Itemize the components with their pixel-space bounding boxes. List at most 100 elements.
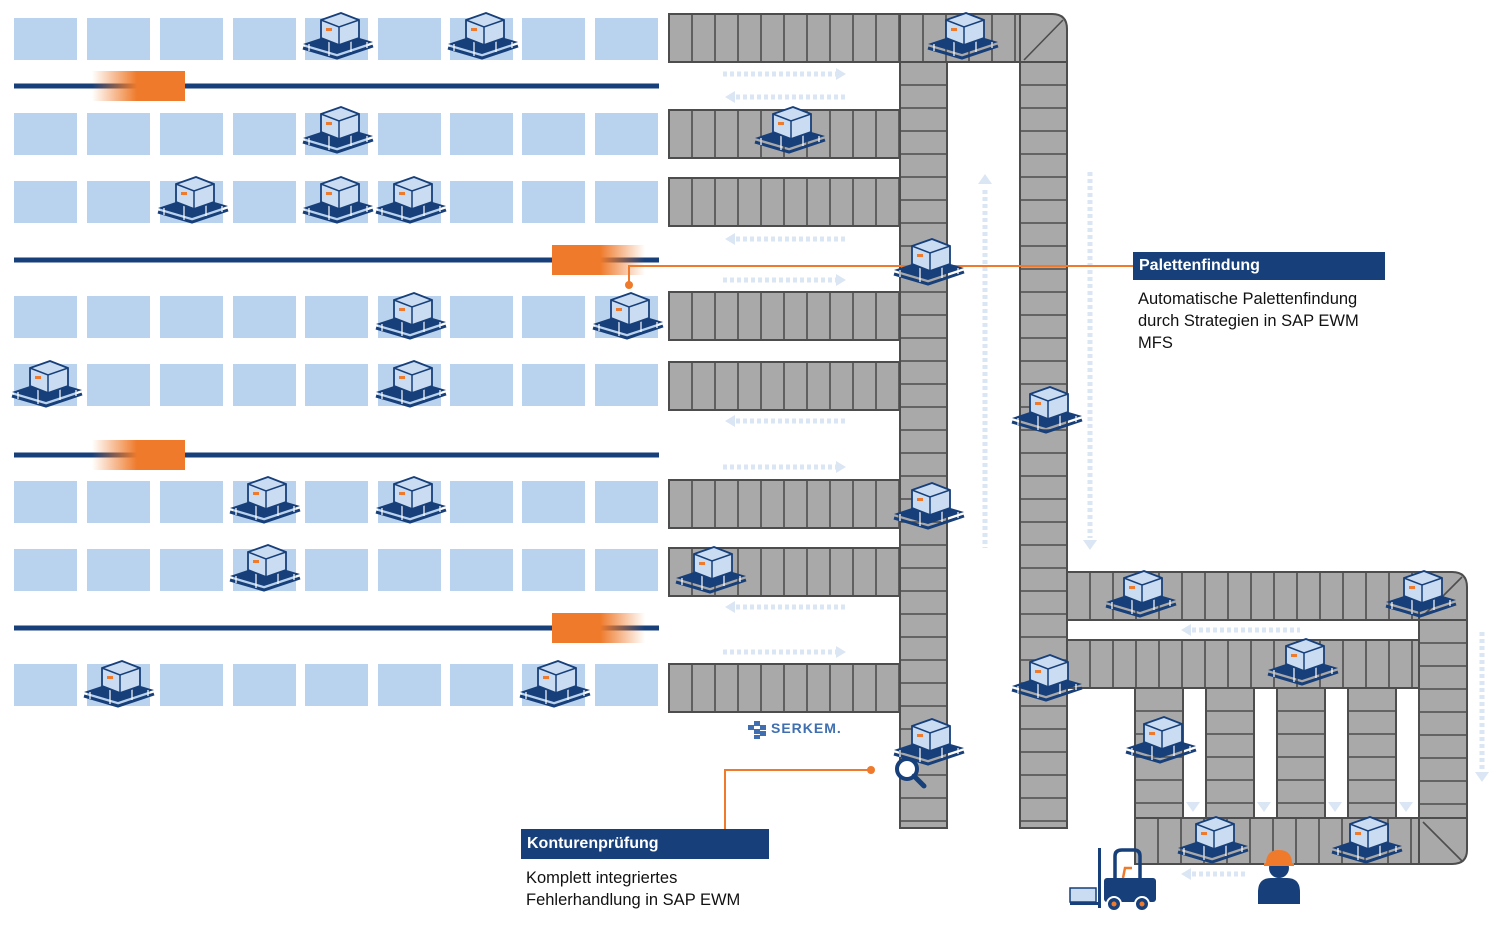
box-edge [610,299,650,325]
pallet-icon [675,546,747,594]
conveyor-segment [668,361,902,411]
box-edge [1123,577,1163,603]
pallet-slat [899,506,959,526]
storage-slot [450,664,513,706]
box-label [951,28,957,31]
box-edge [1349,823,1389,849]
box-edge [1029,393,1069,419]
conveyor-segment [668,479,902,529]
box-edge [320,19,360,45]
storage-slot [595,481,658,523]
shuttle-trail [600,245,645,275]
box-edge [911,245,951,271]
callout-title: Palettenfindung [1133,252,1385,280]
pallet-board [1011,686,1083,702]
callout-text-line: Automatische Palettenfindung [1138,290,1358,308]
callout-konturenpruefung: Konturenprüfung Komplett integriertes Fe… [521,829,769,911]
pallet-board [1331,848,1403,864]
storage-slot [233,181,296,223]
box-label [1291,654,1297,657]
magnifier-icon [895,757,927,789]
pallet-slat [1111,594,1171,614]
storage-slot [595,18,658,60]
pallet-board [302,44,374,60]
pallet-board [1011,418,1083,434]
shuttle-vehicle [552,245,600,275]
pallet-board [754,138,826,154]
pallet-icon [302,176,374,224]
roller [1422,821,1463,862]
box-label [778,122,784,125]
box-label [616,308,622,311]
pallet-board [592,324,664,340]
box-edge [537,667,577,693]
storage-slot [14,296,77,338]
storage-slot [160,664,223,706]
flow-arrow-head [1181,868,1191,880]
callout-text: Automatische Palettenfindung durch Strat… [1133,288,1385,354]
storage-slot [378,113,441,155]
storage-slot [522,549,585,591]
logo-mark-block [754,721,760,726]
logo-mark-block [760,731,766,736]
box-label [471,28,477,31]
pallet-icon [375,176,447,224]
box-label [399,192,405,195]
storage-slot [14,481,77,523]
box [1069,887,1097,903]
pallet-icon [1011,386,1083,434]
pallet-icon [1125,716,1197,764]
flow-arrow-head [1186,802,1200,812]
storage-slot [450,296,513,338]
pallet-icon [1177,816,1249,864]
box-label [543,676,549,679]
callout-palettenfindung: Palettenfindung Automatische Palettenfin… [1133,252,1385,354]
pallet-board [893,270,965,286]
logo-mark-block [760,725,766,730]
pallet-slat [1131,740,1191,760]
box-edge [1143,723,1183,749]
storage-slot [160,18,223,60]
storage-slot [450,364,513,406]
pallet-icon [893,482,965,530]
conveyor-segment [668,13,902,63]
pallet-icon [229,544,301,592]
box-label [253,560,259,563]
pallet-slat [235,568,295,588]
box-edge [101,667,141,693]
callout-text-line: Fehlerhandlung in SAP EWM [526,891,741,909]
magnifier-lens [895,757,919,781]
box-edge [1195,823,1235,849]
storage-slot [233,18,296,60]
callout-dot [625,281,633,289]
box-edge [1285,645,1325,671]
storage-slot [522,481,585,523]
pallet-slat [381,384,441,404]
flow-arrow-head [725,91,735,103]
logo-mark-block [754,729,760,734]
forklift-hub [1139,901,1145,907]
pallet-icon [1267,638,1339,686]
flow-arrow-head [978,174,992,184]
pallet-slat [381,500,441,520]
worker-body [1258,878,1300,904]
box-label [399,492,405,495]
box-edge [393,367,433,393]
pallet-slat [525,684,585,704]
pallet-icon [302,12,374,60]
flow-arrow-head [725,415,735,427]
conveyor-segment [1205,687,1255,819]
storage-slot [305,481,368,523]
callout-text: Komplett integriertes Fehlerhandlung in … [521,867,769,911]
pallet-board [675,578,747,594]
storage-slot [378,664,441,706]
box-label [253,492,259,495]
storage-slot [305,364,368,406]
flow-arrow-head [836,461,846,473]
storage-slot [305,549,368,591]
pallet-board [375,324,447,340]
storage-slot [160,549,223,591]
storage-slot [14,113,77,155]
worker-helmet-brim [1264,863,1294,866]
shuttle-trail [92,71,137,101]
